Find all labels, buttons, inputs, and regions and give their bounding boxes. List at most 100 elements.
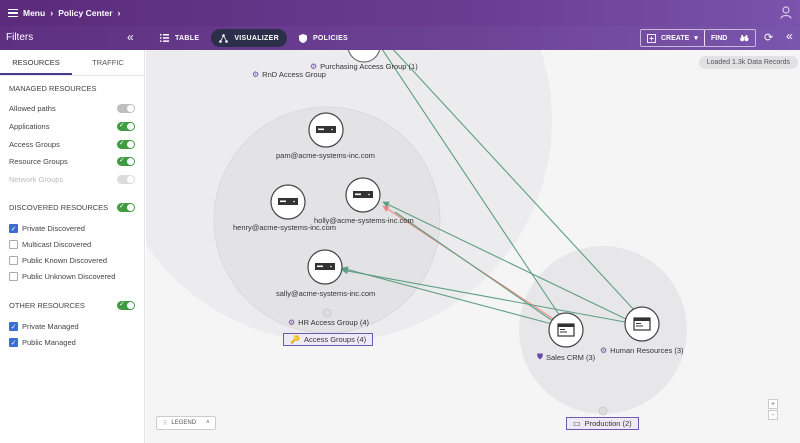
chevron-right-icon: › (50, 8, 54, 18)
tab-traffic[interactable]: TRAFFIC (92, 58, 124, 67)
node-sales-crm-label: ⛊ Sales CRM (3) (537, 352, 596, 362)
binoculars-icon (740, 34, 749, 42)
server-icon (316, 126, 336, 133)
check-icon: ✓ (119, 140, 125, 147)
filters-title: Filters (6, 32, 34, 43)
caret-down-icon: ▾ (694, 35, 698, 42)
purchasing-group-label[interactable]: ⚙ Purchasing Access Group (1) (310, 62, 418, 71)
find-button[interactable]: FIND (704, 29, 756, 47)
filters-sidebar: RESOURCES TRAFFIC MANAGED RESOURCES Allo… (0, 50, 145, 443)
public-managed-checkbox[interactable]: ✓ (9, 338, 18, 347)
filter-multicast-discovered[interactable]: Multicast Discovered (9, 240, 91, 249)
node-pam[interactable] (308, 112, 344, 148)
filter-private-managed[interactable]: ✓ Private Managed (9, 322, 79, 331)
applications-toggle[interactable]: ✓ (117, 122, 135, 131)
node-henry-label: henry@acme-systems-inc.com (233, 223, 337, 232)
other-resources-heading-row: OTHER RESOURCES ✓ (9, 301, 135, 310)
node-holly[interactable] (345, 177, 381, 213)
toolbar: Filters « TABLE VISUALIZER POLICIES CREA… (0, 26, 800, 50)
filter-private-discovered[interactable]: ✓ Private Discovered (9, 224, 85, 233)
legend-toggle[interactable]: ⠿ LEGEND ˄ (156, 416, 216, 430)
network-icon (219, 33, 229, 43)
filter-access-groups: Access Groups ✓ (9, 140, 135, 149)
filter-public-managed[interactable]: ✓ Public Managed (9, 338, 76, 347)
breadcrumb: Menu › Policy Center › (23, 8, 126, 18)
key-icon: 🔑 (290, 335, 300, 344)
user-icon[interactable] (780, 6, 792, 19)
node-sales-crm[interactable] (548, 312, 584, 348)
rnd-group-label[interactable]: ⚙ RnD Access Group (252, 70, 326, 79)
other-resources-heading: OTHER RESOURCES (9, 301, 85, 310)
filter-public-unknown-discovered[interactable]: Public Unknown Discovered (9, 272, 115, 281)
production-group-area (519, 246, 687, 414)
allowed-paths-toggle[interactable] (117, 104, 135, 113)
menu-icon[interactable] (8, 9, 18, 17)
top-bar: Menu › Policy Center › (0, 0, 800, 26)
tab-visualizer[interactable]: VISUALIZER (211, 29, 287, 47)
production-group-anchor[interactable] (598, 406, 608, 416)
public-unknown-discovered-checkbox[interactable] (9, 272, 18, 281)
gear-icon: ⚙ (310, 62, 318, 71)
breadcrumb-policy-center[interactable]: Policy Center (58, 8, 113, 18)
discovered-resources-heading: DISCOVERED RESOURCES (9, 203, 109, 212)
refresh-icon[interactable]: ⟳ (764, 32, 774, 44)
node-human-resources-label: ⚙ Human Resources (3) (600, 346, 684, 355)
edge-purchasing-hr (392, 50, 637, 313)
chevron-up-icon: ˄ (206, 420, 210, 426)
sidebar-tabs: RESOURCES TRAFFIC (0, 50, 144, 76)
purchasing-node[interactable] (347, 30, 381, 63)
private-managed-checkbox[interactable]: ✓ (9, 322, 18, 331)
check-icon: ✓ (119, 301, 125, 308)
production-chip[interactable]: ▭ Production (2) (566, 417, 639, 430)
gear-icon: ⚙ (288, 318, 296, 327)
tab-resources[interactable]: RESOURCES (0, 50, 72, 75)
edge-purchasing-sales (382, 50, 561, 317)
node-henry[interactable] (270, 184, 306, 220)
filter-allowed-paths: Allowed paths (9, 104, 135, 113)
server-icon (353, 191, 373, 198)
filter-applications: Applications ✓ (9, 122, 135, 131)
shield-icon: ⛊ (537, 352, 543, 361)
add-icon (647, 33, 656, 43)
multicast-discovered-checkbox[interactable] (9, 240, 18, 249)
node-pam-label: pam@acme-systems-inc.com (276, 151, 375, 160)
view-tabs: TABLE VISUALIZER POLICIES (152, 29, 356, 47)
check-icon: ✓ (119, 203, 125, 210)
server-icon (315, 263, 335, 270)
private-discovered-checkbox[interactable]: ✓ (9, 224, 18, 233)
access-groups-toggle[interactable]: ✓ (117, 140, 135, 149)
node-sally[interactable] (307, 249, 343, 285)
tab-table[interactable]: TABLE (152, 29, 207, 47)
drag-handle-icon: ⠿ (163, 420, 168, 427)
node-sally-label: sally@acme-systems-inc.com (276, 289, 376, 298)
access-groups-chip[interactable]: 🔑 Access Groups (4) (283, 333, 374, 346)
discovered-resources-toggle[interactable]: ✓ (117, 203, 135, 212)
edge-sales-sally (341, 266, 553, 325)
check-icon: ✓ (119, 157, 125, 164)
zoom-out-button[interactable]: - (768, 410, 778, 420)
other-resources-toggle[interactable]: ✓ (117, 301, 135, 310)
resource-groups-toggle[interactable]: ✓ (117, 157, 135, 166)
collapse-panel-icon[interactable]: « (786, 29, 793, 43)
public-known-discovered-checkbox[interactable] (9, 256, 18, 265)
status-badge: Loaded 1.3k Data Records (698, 56, 798, 69)
filter-public-known-discovered[interactable]: Public Known Discovered (9, 256, 107, 265)
filter-network-groups: Network Groups (9, 175, 135, 184)
edge-hr-holly (382, 201, 629, 321)
server-icon (278, 198, 298, 205)
hr-group-anchor[interactable] (322, 308, 332, 318)
gear-icon: ⚙ (600, 346, 608, 355)
menu-link[interactable]: Menu (23, 8, 46, 18)
chevron-right-icon: › (117, 8, 121, 18)
hr-group-label[interactable]: ⚙ HR Access Group (4) (288, 318, 370, 327)
collapse-sidebar-icon[interactable]: « (127, 30, 134, 44)
shield-icon (298, 33, 307, 43)
zoom-in-button[interactable]: + (768, 399, 778, 409)
managed-resources-heading: MANAGED RESOURCES (9, 84, 97, 93)
node-human-resources[interactable] (624, 306, 660, 342)
discovered-resources-heading-row: DISCOVERED RESOURCES ✓ (9, 203, 135, 212)
node-holly-label: holly@acme-systems-inc.com (314, 216, 414, 225)
tab-policies[interactable]: POLICIES (291, 29, 356, 47)
filter-resource-groups: Resource Groups ✓ (9, 157, 135, 166)
